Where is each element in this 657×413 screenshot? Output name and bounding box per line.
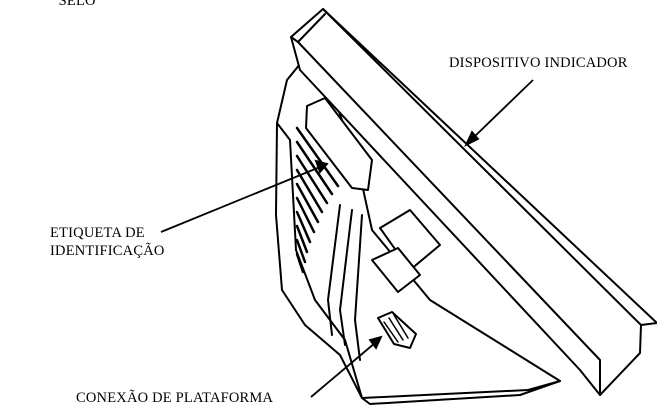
display-inner-edge	[297, 13, 326, 43]
rib-3	[354, 214, 363, 361]
id-label-plate	[305, 97, 373, 191]
dispositivo-indicador-text: DISPOSITIVO INDICADOR	[449, 55, 628, 71]
side-vents	[295, 126, 340, 274]
base	[361, 380, 561, 405]
hinge-bracket-lower	[371, 247, 421, 293]
display-face	[290, 8, 642, 396]
arrowhead-etiqueta	[314, 159, 329, 174]
leader-dispositivo	[473, 79, 534, 138]
leader-conexao	[310, 342, 376, 398]
platform-connector	[377, 311, 417, 349]
selo-text: ' SELO	[52, 0, 96, 9]
etiqueta-line1-text: ETIQUETA DE	[50, 225, 145, 241]
display-edge	[290, 36, 601, 396]
vent-10	[295, 252, 305, 274]
vent-7	[295, 210, 312, 244]
display-bezel-front	[322, 8, 657, 326]
etiqueta-identificacao-label: ETIQUETA DE IDENTIFICAÇÃO	[50, 224, 165, 260]
vent-6	[295, 196, 316, 234]
vent-3	[295, 154, 329, 205]
vent-8	[295, 224, 309, 254]
vent-2	[295, 140, 334, 196]
dispositivo-indicador-label: DISPOSITIVO INDICADOR	[449, 54, 628, 72]
left-side-panel	[276, 122, 363, 399]
leader-etiqueta	[160, 166, 321, 233]
arrowhead-conexao	[368, 335, 383, 350]
selo-label: ' SELO	[52, 0, 96, 10]
vent-9	[295, 238, 307, 264]
conexao-plataforma-text: CONEXÃO DE PLATAFORMA	[76, 390, 274, 406]
vent-1	[295, 126, 340, 188]
rib-2	[339, 209, 353, 346]
body-ribs	[327, 204, 363, 361]
vent-5	[295, 182, 320, 224]
arrowhead-dispositivo	[464, 130, 480, 147]
rib-1	[327, 204, 341, 336]
conexao-plataforma-label: CONEXÃO DE PLATAFORMA	[76, 389, 273, 407]
vent-4	[295, 168, 324, 214]
etiqueta-line2-text: IDENTIFICAÇÃO	[50, 243, 165, 259]
